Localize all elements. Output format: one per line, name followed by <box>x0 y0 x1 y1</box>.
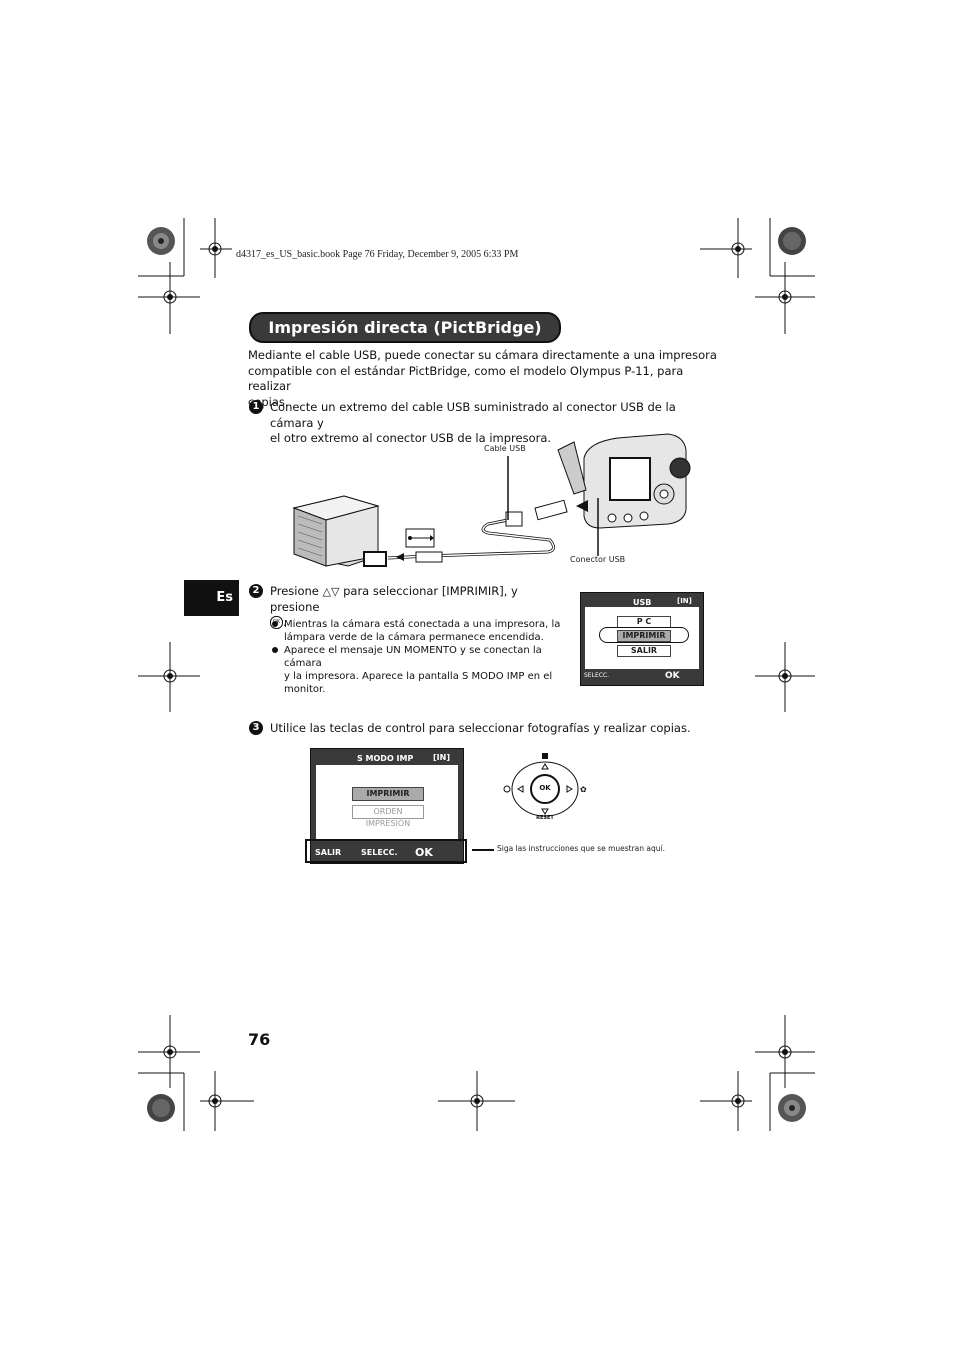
language-tab: Es <box>184 580 239 616</box>
bullet-line: lámpara verde de la cámara permanece enc… <box>284 632 544 643</box>
bullet-line: y la impresora. Aparece la pantalla S MO… <box>284 671 553 682</box>
selection-ring <box>599 627 689 643</box>
step-1-number: 1 <box>249 400 263 414</box>
instruction-note: Siga las instrucciones que se muestran a… <box>497 844 665 853</box>
dpad-reset-label: RESET <box>536 815 554 821</box>
control-pad-illustration: ✿ <box>503 753 587 817</box>
usb-connector-label: Conector USB <box>570 555 626 564</box>
footer-select: SELECC. <box>584 672 610 679</box>
footer-select: SELECC. <box>361 848 398 857</box>
up-down-arrows-icon: △▽ <box>322 585 340 598</box>
intro-line: Mediante el cable USB, puede conectar su… <box>248 348 717 362</box>
footer-highlight <box>305 839 467 863</box>
cable-usb-label: Cable USB <box>484 444 526 453</box>
bullet-line: Mientras la cámara está conectada a una … <box>284 619 561 630</box>
memory-indicator: [IN] <box>433 753 450 762</box>
option-pc[interactable]: P C <box>617 616 671 628</box>
page-number: 76 <box>248 1030 271 1049</box>
bullet-item: Mientras la cámara está conectada a una … <box>270 618 570 644</box>
intro-line: compatible con el estándar PictBridge, c… <box>248 363 684 394</box>
footer-ok: OK <box>665 671 680 681</box>
step-3-number: 3 <box>249 721 263 735</box>
step-1-text: Conecte un extremo del cable USB suminis… <box>270 400 720 447</box>
option-orden-impresion[interactable]: ORDEN IMPRESIÓN <box>352 805 424 828</box>
option-imprimir[interactable]: IMPRIMIR <box>617 630 671 642</box>
option-salir[interactable]: SALIR <box>617 645 671 657</box>
footer-ok: OK <box>415 846 433 859</box>
option-imprimir[interactable]: IMPRIMIR <box>352 787 424 801</box>
print-mode-title: S MODO IMP <box>357 754 414 763</box>
bullet-item: Aparece el mensaje UN MOMENTO y se conec… <box>270 644 570 696</box>
footer-exit: SALIR <box>315 848 342 857</box>
memory-indicator: [IN] <box>677 597 692 605</box>
bullet-line: monitor. <box>284 684 326 695</box>
file-header: d4317_es_US_basic.book Page 76 Friday, D… <box>236 249 519 260</box>
usb-cable <box>387 456 568 563</box>
step-2-bullets: Mientras la cámara está conectada a una … <box>270 618 570 696</box>
camera-illustration <box>557 433 691 556</box>
step-2-select: para seleccionar [IMPRIMIR], y presione <box>270 584 518 614</box>
callout-line <box>472 849 494 851</box>
print-mode-body: IMPRIMIR ORDEN IMPRESIÓN <box>316 765 458 839</box>
usb-connection-illustration <box>292 433 691 567</box>
usb-menu-body: P C IMPRIMIR SALIR <box>585 607 699 669</box>
dpad-ok-label[interactable]: OK <box>539 784 551 792</box>
step-3-text: Utilice las teclas de control para selec… <box>270 721 691 735</box>
step-1-line: el otro extremo al conector USB de la im… <box>270 431 552 445</box>
bullet-line: Aparece el mensaje UN MOMENTO y se conec… <box>284 645 542 669</box>
svg-text:✿: ✿ <box>580 785 587 794</box>
language-tab-label: Es <box>216 590 233 605</box>
usb-symbol-icon <box>405 528 435 548</box>
usb-menu-title: USB <box>633 598 652 607</box>
step-2-press: Presione <box>270 584 319 598</box>
step-1-line: Conecte un extremo del cable USB suminis… <box>270 400 676 430</box>
section-title: Impresión directa (PictBridge) <box>249 312 561 343</box>
usb-menu-screen: USB [IN] P C IMPRIMIR SALIR SELECC. OK <box>580 592 704 686</box>
printer-illustration <box>292 495 387 567</box>
step-2-number: 2 <box>249 584 263 598</box>
step-2-text: Presione △▽ para seleccionar [IMPRIMIR],… <box>270 584 518 629</box>
intro-paragraph: Mediante el cable USB, puede conectar su… <box>248 348 718 410</box>
print-mode-screen: S MODO IMP [IN] IMPRIMIR ORDEN IMPRESIÓN… <box>305 748 467 864</box>
